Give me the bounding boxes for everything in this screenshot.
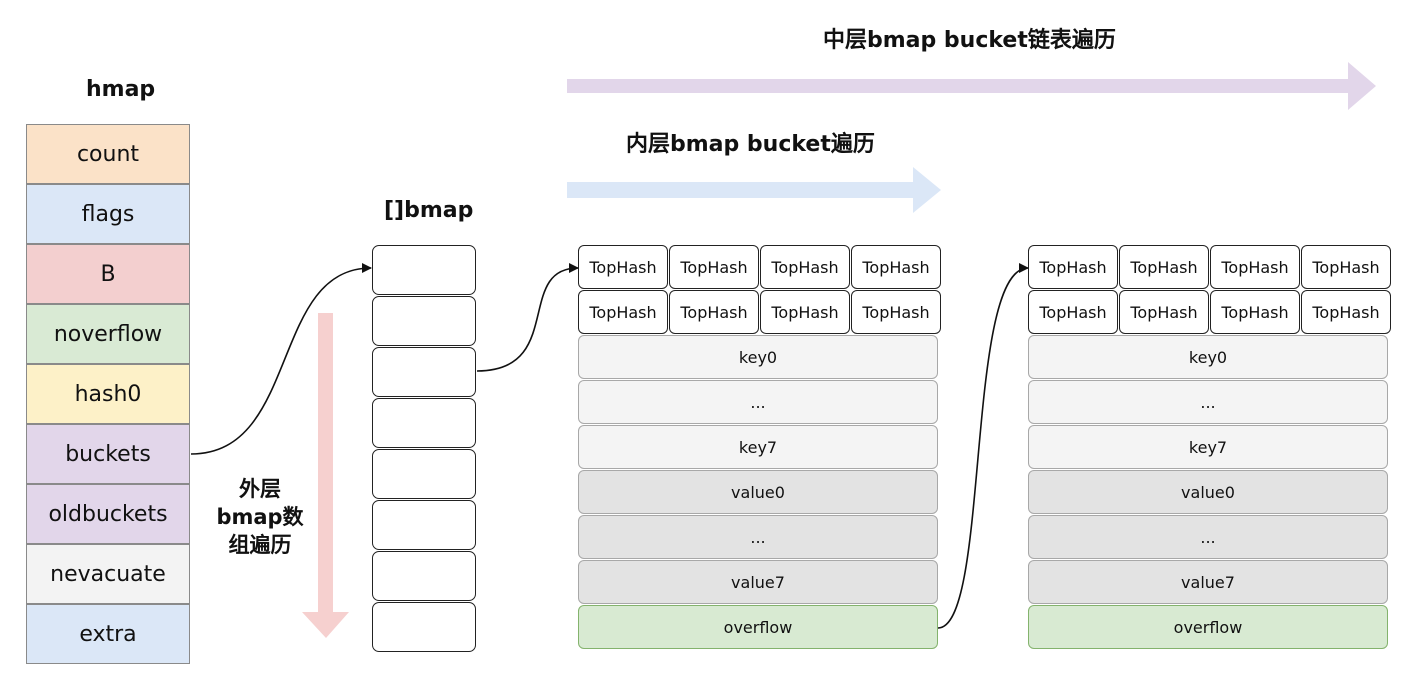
value-row: value7	[578, 560, 938, 604]
key-row: key7	[578, 425, 938, 469]
middle-traversal-arrow	[567, 62, 1376, 110]
tophash-cell: TopHash	[669, 290, 759, 334]
outer-traversal-label: 外层 bmap数 组遍历	[208, 475, 312, 559]
bmap-slot	[372, 398, 476, 448]
tophash-cell: TopHash	[851, 245, 941, 289]
value-row: ...	[1028, 515, 1388, 559]
overflow-row: overflow	[578, 605, 938, 649]
key-row: ...	[1028, 380, 1388, 424]
tophash-cell: TopHash	[578, 245, 668, 289]
inner-traversal-label: 内层bmap bucket遍历	[626, 132, 875, 157]
tophash-cell: TopHash	[1210, 245, 1300, 289]
overflow-row: overflow	[1028, 605, 1388, 649]
tophash-cell: TopHash	[1301, 245, 1391, 289]
hmap-field-count: count	[26, 124, 190, 184]
value-row: value0	[578, 470, 938, 514]
outer-label-line: bmap数	[216, 505, 304, 529]
bmap-array-title: []bmap	[384, 198, 474, 223]
hmap-field-hash0: hash0	[26, 364, 190, 424]
overflow-to-next-bucket-connector	[937, 263, 1029, 629]
hmap-field-oldbuckets: oldbuckets	[26, 484, 190, 544]
key-row: ...	[578, 380, 938, 424]
hmap-field-buckets: buckets	[26, 424, 190, 484]
bmap-slot	[372, 500, 476, 550]
bmap-slot	[372, 245, 476, 295]
outer-label-line: 组遍历	[228, 533, 292, 557]
hmap-field-flags: flags	[26, 184, 190, 244]
hmap-field-b: B	[26, 244, 190, 304]
tophash-cell: TopHash	[578, 290, 668, 334]
tophash-cell: TopHash	[1210, 290, 1300, 334]
bmap-slot	[372, 551, 476, 601]
hmap-field-nevacuate: nevacuate	[26, 544, 190, 604]
outer-label-line: 外层	[239, 477, 281, 501]
tophash-cell: TopHash	[669, 245, 759, 289]
bmap-slot	[372, 602, 476, 652]
key-row: key0	[1028, 335, 1388, 379]
bmap-to-bucket-connector	[476, 263, 579, 372]
value-row: value0	[1028, 470, 1388, 514]
tophash-cell: TopHash	[1119, 290, 1209, 334]
value-row: value7	[1028, 560, 1388, 604]
bmap-slot	[372, 449, 476, 499]
key-row: key0	[578, 335, 938, 379]
outer-traversal-arrow	[302, 313, 349, 638]
tophash-cell: TopHash	[1119, 245, 1209, 289]
middle-traversal-label: 中层bmap bucket链表遍历	[823, 28, 1116, 53]
buckets-to-bmap-connector	[190, 263, 372, 455]
bmap-slot	[372, 347, 476, 397]
tophash-cell: TopHash	[1028, 290, 1118, 334]
key-row: key7	[1028, 425, 1388, 469]
hmap-title: hmap	[86, 77, 156, 102]
hmap-field-noverflow: noverflow	[26, 304, 190, 364]
tophash-cell: TopHash	[760, 245, 850, 289]
inner-traversal-arrow	[567, 167, 941, 213]
tophash-cell: TopHash	[1028, 245, 1118, 289]
tophash-cell: TopHash	[760, 290, 850, 334]
value-row: ...	[578, 515, 938, 559]
tophash-cell: TopHash	[851, 290, 941, 334]
hmap-field-extra: extra	[26, 604, 190, 664]
tophash-cell: TopHash	[1301, 290, 1391, 334]
bmap-slot	[372, 296, 476, 346]
